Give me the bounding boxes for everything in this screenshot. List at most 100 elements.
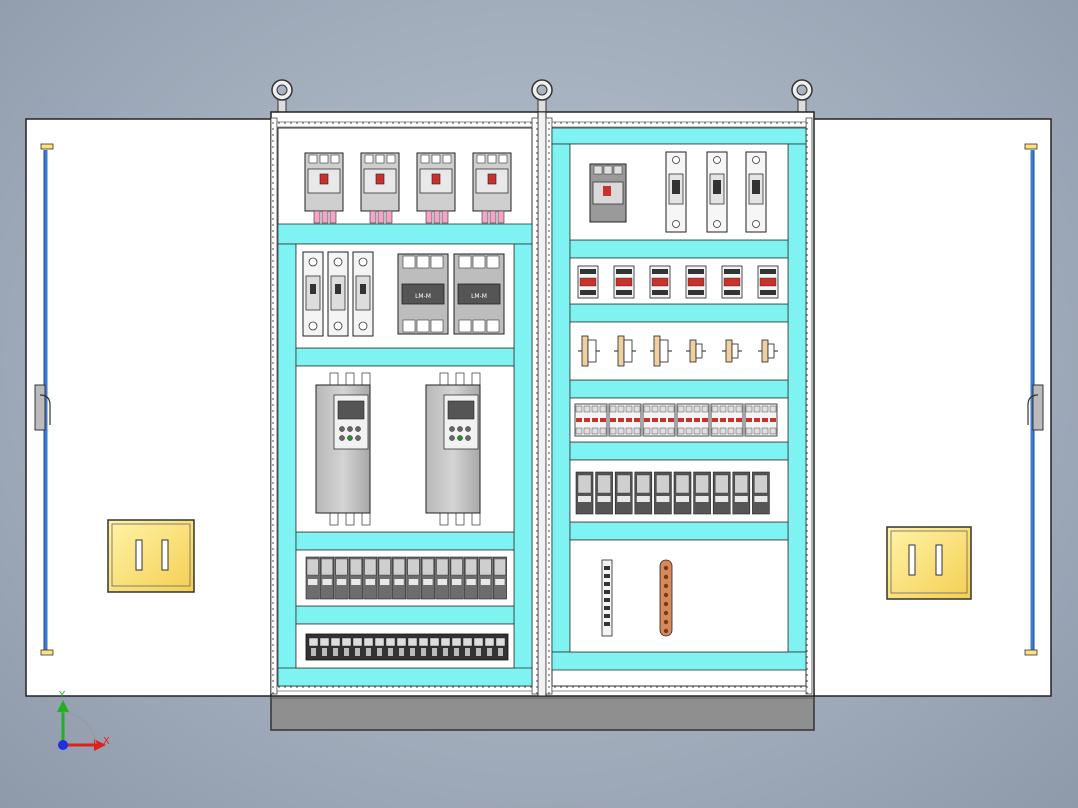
contactor-label: LM-M xyxy=(415,293,431,300)
vfd-drive xyxy=(425,372,481,526)
terminal xyxy=(341,637,352,656)
terminal xyxy=(352,637,363,656)
cabinet-plinth xyxy=(270,693,815,731)
right-modules-row xyxy=(577,265,779,299)
terminal xyxy=(363,637,374,656)
terminal xyxy=(495,637,506,656)
terminal xyxy=(473,637,484,656)
right-door-handle[interactable] xyxy=(886,526,972,600)
right-fuse-holders xyxy=(665,151,767,233)
terminal xyxy=(319,637,330,656)
relay xyxy=(334,556,349,600)
contactor-label: LM-M xyxy=(471,293,487,300)
relay xyxy=(392,556,407,600)
clamp-block xyxy=(650,335,672,367)
fuse-holder xyxy=(706,151,728,233)
module xyxy=(613,265,635,299)
terminal xyxy=(396,637,407,656)
terminal xyxy=(440,637,451,656)
breaker xyxy=(360,152,400,224)
terminal xyxy=(429,637,440,656)
relay xyxy=(363,556,378,600)
relay xyxy=(406,556,421,600)
module xyxy=(577,265,599,299)
relay xyxy=(752,471,770,515)
small-breaker xyxy=(352,251,374,337)
module xyxy=(721,265,743,299)
terminal xyxy=(374,637,385,656)
relay xyxy=(595,471,613,515)
module xyxy=(649,265,671,299)
axis-y-label: Y xyxy=(58,690,66,701)
relay xyxy=(420,556,435,600)
terminal-group xyxy=(642,403,676,437)
relay xyxy=(464,556,479,600)
relay xyxy=(492,556,507,600)
terminal-group xyxy=(710,403,744,437)
right-relay-row xyxy=(575,471,770,515)
clamp-block xyxy=(758,339,778,363)
clamp-block xyxy=(614,335,636,367)
clamp-block xyxy=(578,335,600,367)
main-breaker xyxy=(589,163,627,223)
relay xyxy=(449,556,464,600)
terminal xyxy=(484,637,495,656)
relay xyxy=(320,556,335,600)
contactor: LM-M xyxy=(453,253,505,335)
relay xyxy=(435,556,450,600)
relay xyxy=(614,471,633,515)
right-door xyxy=(809,118,1052,697)
left-contactors: LM-M LM-M xyxy=(397,253,505,335)
left-door-handle[interactable] xyxy=(107,519,195,593)
relay xyxy=(712,471,731,515)
left-small-breakers xyxy=(302,251,374,337)
relay xyxy=(575,471,594,515)
lifting-eye xyxy=(531,79,553,113)
right-clamp-row xyxy=(578,335,778,367)
lifting-eye xyxy=(791,79,813,113)
terminal xyxy=(308,637,319,656)
copper-busbar xyxy=(659,559,673,637)
terminal xyxy=(330,637,341,656)
relay xyxy=(654,471,672,515)
terminal-group xyxy=(574,403,608,437)
relay xyxy=(634,471,653,515)
relay xyxy=(305,556,320,600)
fuse-holder xyxy=(745,151,767,233)
terminal xyxy=(418,637,429,656)
terminal-group xyxy=(676,403,710,437)
axis-triad: Y X xyxy=(57,690,110,751)
module xyxy=(685,265,707,299)
lifting-eye xyxy=(271,79,293,113)
clamp-block xyxy=(722,339,742,363)
relay xyxy=(348,556,363,600)
contactor: LM-M xyxy=(397,253,449,335)
lifting-eyes xyxy=(271,79,813,113)
vfd-drive xyxy=(315,372,371,526)
relay xyxy=(377,556,392,600)
left-frame-rails xyxy=(270,117,539,695)
left-door xyxy=(25,118,273,697)
terminal-strip xyxy=(601,559,613,637)
small-breaker xyxy=(327,251,349,337)
breaker xyxy=(472,152,512,224)
breaker xyxy=(416,152,456,224)
right-terminal-groups xyxy=(574,403,778,437)
terminal xyxy=(385,637,396,656)
right-din-items xyxy=(601,559,673,637)
relay xyxy=(478,556,493,600)
terminal xyxy=(451,637,462,656)
terminal-group xyxy=(744,403,778,437)
small-breaker xyxy=(302,251,324,337)
terminal xyxy=(407,637,418,656)
left-top-breakers xyxy=(304,152,512,224)
relay xyxy=(693,471,711,515)
fuse-holder xyxy=(665,151,687,233)
breaker xyxy=(304,152,344,224)
clamp-block xyxy=(686,339,706,363)
module xyxy=(757,265,779,299)
left-relay-row xyxy=(305,556,507,600)
relay xyxy=(732,471,751,515)
